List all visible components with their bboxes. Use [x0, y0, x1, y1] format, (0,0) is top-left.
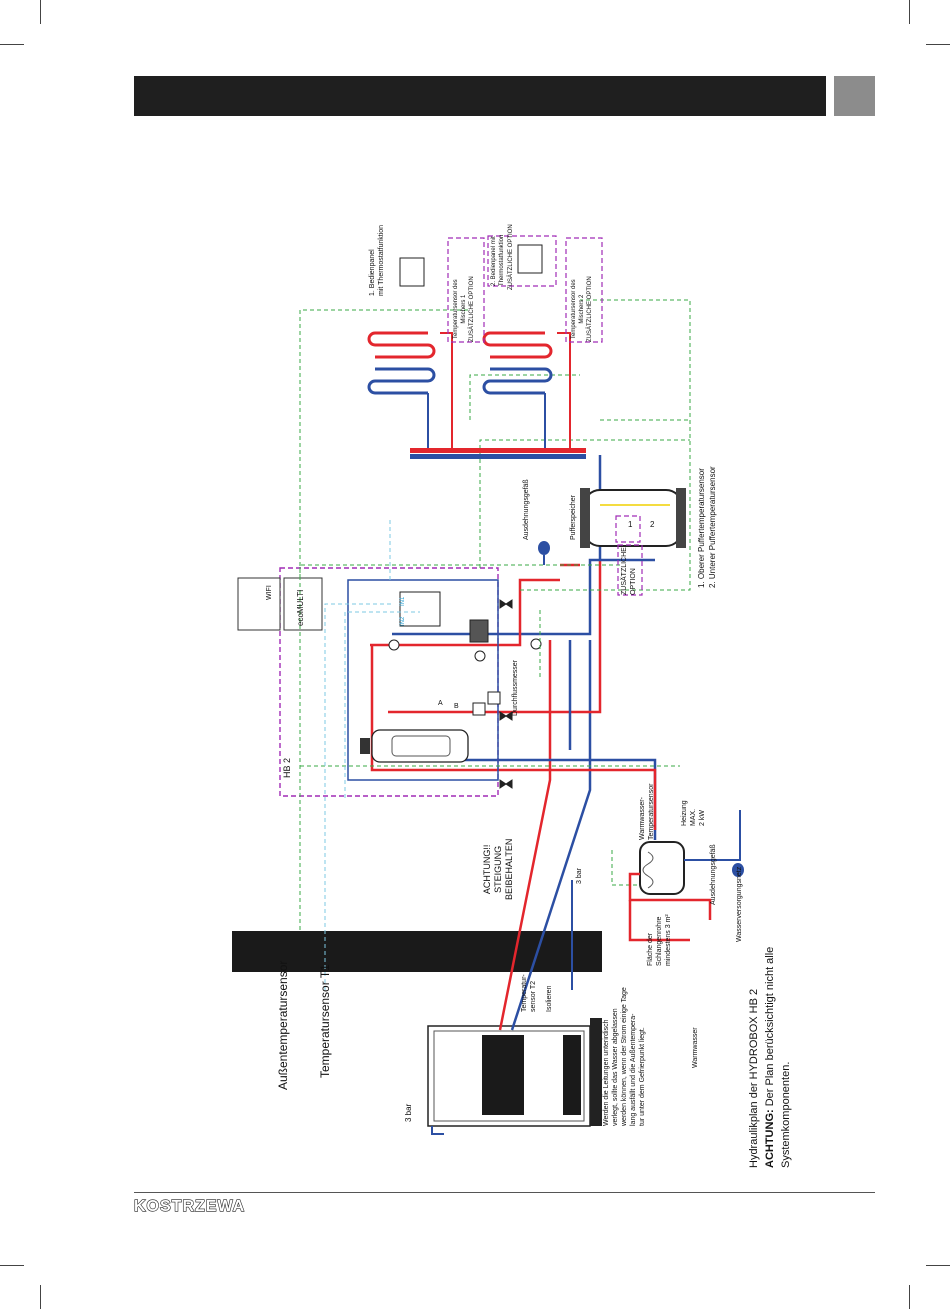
mixer-sensor-1-frame — [447, 237, 485, 343]
signal-lines — [299, 299, 691, 990]
heating-circuit-1 — [367, 331, 453, 448]
caption-note: ACHTUNG: Der Plan berücksichtigt nicht a… — [764, 947, 776, 1168]
label-valve-b: B — [454, 703, 459, 710]
label-dhw-sensor: Warmwasser- Temperatursensor — [639, 783, 655, 840]
label-in1: IN1 — [400, 596, 406, 606]
dhw-tank — [628, 810, 744, 942]
label-pipe-note: Werden die Leitungen unterirdisch verleg… — [603, 987, 646, 1126]
label-warm-water: Warmwasser — [692, 1027, 699, 1068]
label-num-1: 1 — [628, 520, 633, 529]
label-achtung-slope: ACHTUNG!! STEIGUNG BEIBEHALTEN — [482, 838, 514, 900]
crop-mark — [909, 1285, 910, 1309]
label-outdoor-sensor: Außentemperatursensor — [276, 960, 290, 1090]
label-panel-1: 1. Bedienpanel mit Thermostatfunktion — [369, 224, 385, 296]
label-heater: Heizung MAX. 2 kW — [681, 800, 706, 826]
label-wifi: WIFI — [266, 585, 273, 600]
caption-title: Hydraulikplan der HYDROBOX HB 2 — [748, 988, 760, 1168]
label-mixer-sensor-2: Temperatursensor des Mischers 2 ZUSÄTZLI… — [571, 276, 593, 342]
buffer-tank — [580, 488, 686, 596]
crop-mark — [926, 1265, 950, 1266]
crop-mark — [40, 0, 41, 24]
ecomulti-box — [283, 577, 323, 631]
label-panel-2: 2. Bedienpanel mit Thermostatfunktion — [491, 234, 505, 286]
label-three-bar-mid: 3 bar — [576, 868, 583, 884]
label-hb2: HB 2 — [282, 757, 292, 778]
panel-2-frame — [487, 235, 557, 287]
label-zus-option-buffer: ZUSÄTZLICHE OPTION — [621, 547, 637, 595]
building-wall — [232, 931, 602, 972]
label-coil-area: Fläche der Schlangenrohre mindestens 3 m… — [647, 914, 672, 966]
hb2-inner-frame — [347, 579, 499, 781]
wifi-box — [237, 577, 281, 631]
heat-pump-unit — [427, 1018, 602, 1127]
label-expansion-vessel-dhw: Ausdehnungsgefäß — [710, 844, 717, 905]
pipe-left-unit — [431, 1126, 444, 1135]
crop-mark — [909, 0, 910, 24]
mixer-sensor-2-frame — [565, 237, 603, 343]
heating-circuit-2 — [482, 331, 571, 448]
pipe-supply — [370, 455, 657, 1031]
label-sensor-t1: Temperatursensor T1 — [318, 964, 332, 1078]
controller-block — [399, 591, 441, 627]
distribution-manifold — [410, 448, 586, 459]
label-expansion-vessel-top: Ausdehnungsgefäß — [523, 479, 530, 540]
label-buffer-sensor-list: 1. Oberer Puffertemperatursensor 2. Unte… — [697, 466, 717, 588]
label-buffer-tank: Pufferspeicher — [570, 494, 577, 540]
label-isolate: Isolieren — [546, 985, 553, 1012]
crop-mark — [40, 1285, 41, 1309]
label-valve-a: A — [438, 700, 443, 707]
caption-note-line2: Systemkomponenten. — [780, 1061, 792, 1168]
electric-heater — [360, 729, 469, 763]
brand-logo: KOSTRZEWA — [133, 1197, 246, 1215]
crop-mark — [0, 44, 24, 45]
caption-note-bold: ACHTUNG: — [764, 1109, 776, 1168]
label-zus-option-panel2: ZUSÄTZLICHE OPTION — [508, 224, 514, 290]
caption-note-text: Der Plan berücksichtigt nicht alle — [764, 946, 776, 1110]
header-bar — [134, 76, 826, 116]
label-water-supply: Wasserversorgungsnetz — [736, 866, 743, 942]
label-three-bar-left: 3 bar — [404, 1103, 413, 1122]
expansion-vessel-top — [538, 541, 550, 565]
footer-rule — [134, 1192, 875, 1193]
crop-mark — [926, 44, 950, 45]
hb2-components — [388, 599, 542, 789]
label-mixer-sensor-1: Temperatursensor des Mischers 1 ZUSÄTZLI… — [453, 276, 475, 342]
label-flow-meter: Durchflussmesser — [512, 659, 519, 716]
page-tab — [834, 76, 875, 116]
label-in2: IN2 — [400, 616, 406, 626]
crop-mark — [0, 1265, 24, 1266]
control-panel-1 — [399, 257, 425, 287]
label-num-2: 2 — [650, 520, 655, 529]
control-panel-2 — [517, 244, 543, 274]
label-sensor-t2: Temperatur- sensor T2 — [521, 974, 537, 1012]
label-ecomulti: ecoMULTI — [296, 589, 305, 626]
